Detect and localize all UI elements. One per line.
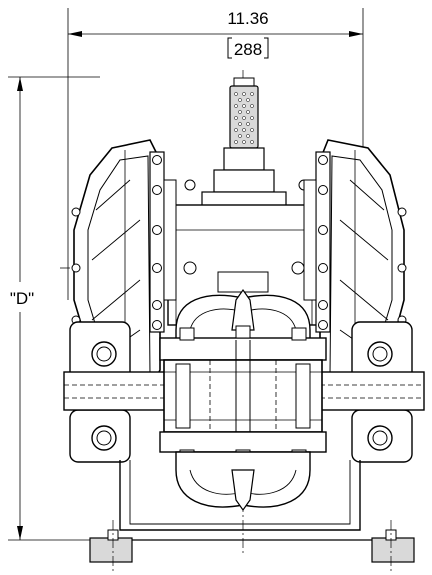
width-dimension: 11.36 288: [67, 8, 364, 300]
height-dimension: "D": [8, 76, 100, 541]
base-stand: [89, 460, 415, 572]
width-inches-label: 11.36: [227, 9, 268, 28]
manifold-bar: [63, 340, 425, 470]
right-ports: [351, 321, 413, 463]
muffler: [213, 77, 275, 193]
height-label: "D": [10, 289, 34, 308]
upper-manifold: [159, 288, 327, 361]
width-mm-label: 288: [234, 40, 262, 59]
lower-manifold: [159, 431, 327, 512]
left-ports: [69, 321, 131, 463]
